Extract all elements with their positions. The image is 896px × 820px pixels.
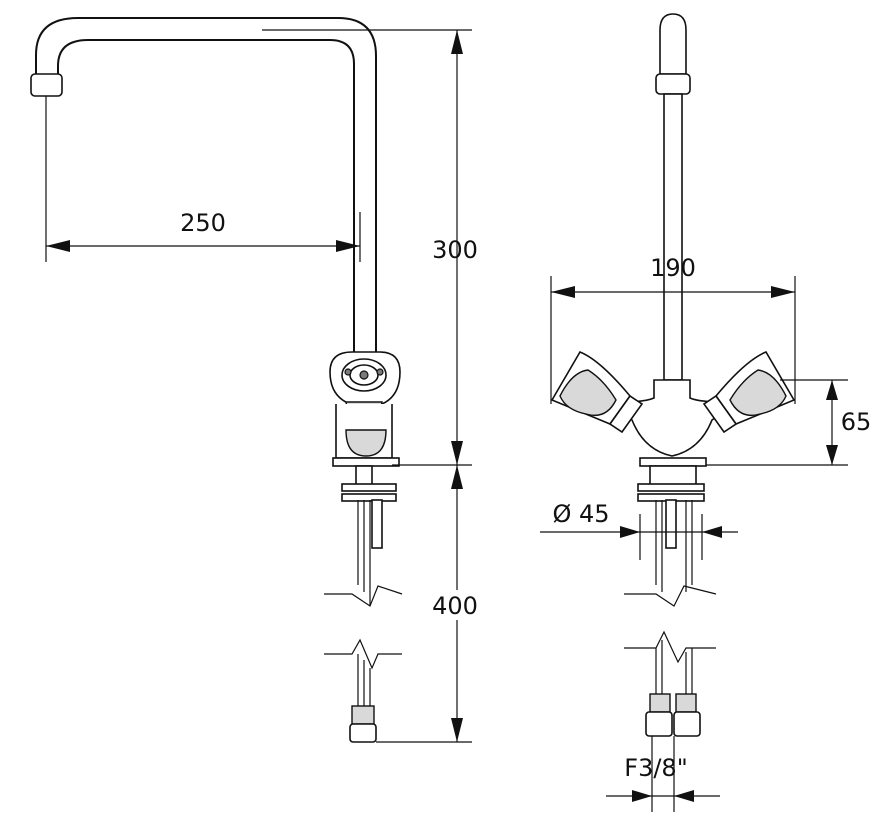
handle-dot-right: [376, 368, 384, 376]
front-left-handle-face: [559, 369, 617, 417]
front-break-top: [624, 585, 717, 607]
front-nut-1: [637, 483, 705, 492]
front-shank: [649, 465, 697, 487]
front-left-collar: [608, 394, 644, 434]
dim-300-label: 300: [432, 236, 478, 264]
side-dimensions: 250 300 400: [45, 29, 484, 743]
side-stud: [371, 499, 383, 549]
front-fitting-body-left: [645, 711, 673, 737]
front-right-handle-face: [729, 369, 787, 417]
side-fitting-body: [349, 723, 377, 743]
front-view: [550, 13, 796, 737]
handle-dot: [359, 370, 369, 380]
side-hoses-lower: [357, 654, 371, 706]
front-spout-collar: [655, 73, 691, 95]
side-nut-1: [341, 483, 397, 492]
front-dimensions: 190 65 Ø 45 F3/8": [540, 254, 871, 812]
dim-250-label: 250: [180, 209, 226, 237]
side-nut-2: [341, 493, 397, 502]
front-hoses-lower: [655, 640, 693, 694]
front-break-bottom: [624, 630, 716, 664]
front-hoses: [655, 500, 693, 592]
front-spout-tube: [663, 93, 683, 381]
dim-400-label: 400: [432, 592, 478, 620]
handle-dot-left: [344, 368, 352, 376]
side-hoses: [357, 500, 371, 606]
dim-65-label: 65: [841, 408, 872, 436]
side-base-plate: [332, 457, 400, 467]
side-break-top: [324, 585, 403, 607]
dim-diameter-label: Ø 45: [552, 500, 609, 528]
front-fitting-nut-left: [649, 693, 671, 713]
side-view: [30, 17, 403, 743]
spout-tube: [35, 17, 377, 360]
spout-tip: [30, 73, 63, 97]
front-fitting-nut-right: [675, 693, 697, 713]
side-break-bottom: [324, 638, 402, 670]
front-spout: [659, 13, 687, 75]
front-stud: [665, 499, 677, 549]
dim-190-label: 190: [650, 254, 696, 282]
front-fitting-body-right: [673, 711, 701, 737]
front-base-plate: [639, 457, 707, 467]
side-fitting-nut: [351, 705, 375, 725]
front-right-collar: [702, 394, 738, 434]
side-body-shade: [345, 429, 387, 457]
dim-connection-label: F3/8": [624, 754, 687, 782]
